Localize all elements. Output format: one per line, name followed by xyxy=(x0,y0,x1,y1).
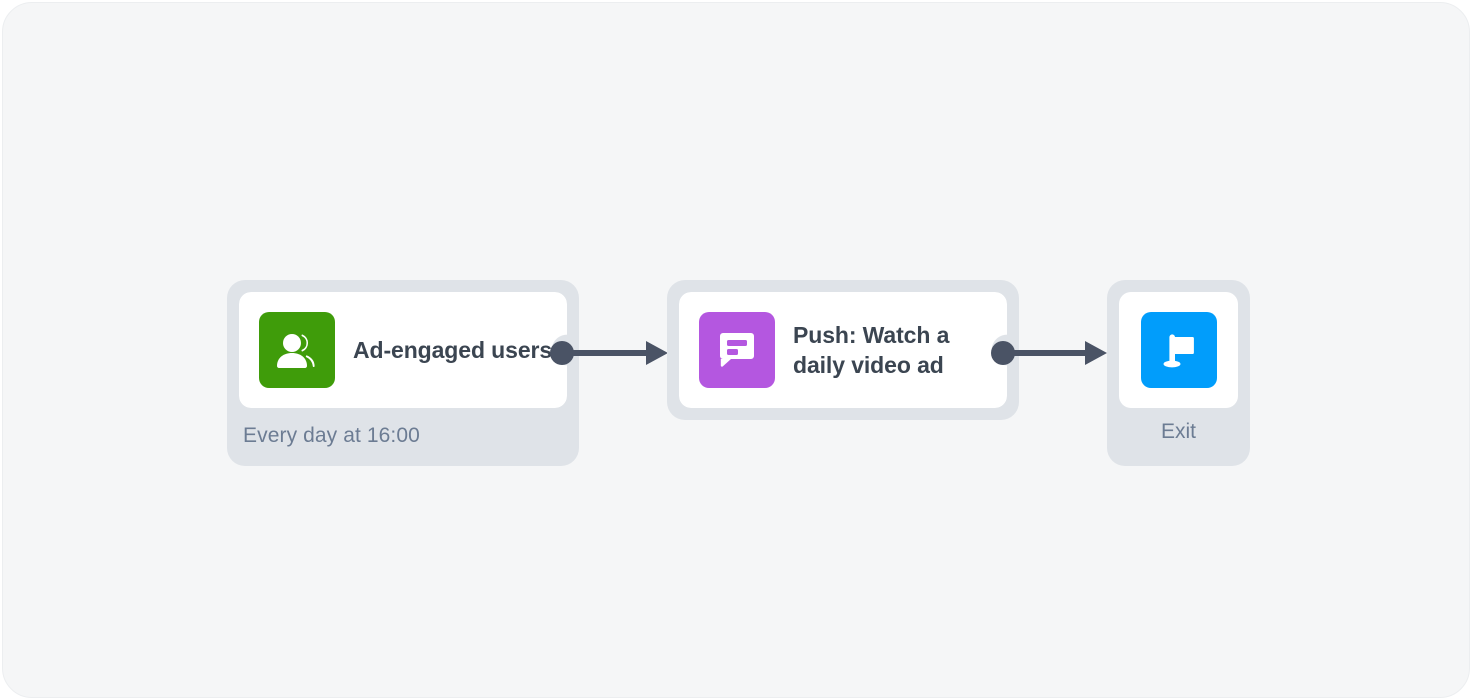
flow-node-push[interactable]: Push: Watch a daily video ad xyxy=(667,280,1019,420)
chat-bubble-icon xyxy=(699,312,775,388)
push-node-title: Push: Watch a daily video ad xyxy=(793,321,950,378)
connector-line xyxy=(568,350,650,356)
connector-arrowhead xyxy=(1085,341,1107,365)
flag-icon xyxy=(1140,312,1217,388)
exit-card[interactable] xyxy=(1119,292,1238,408)
audience-schedule-label: Every day at 16:00 xyxy=(243,424,420,447)
people-icon xyxy=(259,312,335,388)
flow-node-audience[interactable]: Ad-engaged users Every day at 16:00 xyxy=(227,280,579,466)
audience-node-title: Ad-engaged users xyxy=(353,336,553,363)
connector-arrowhead xyxy=(646,341,668,365)
push-card[interactable]: Push: Watch a daily video ad xyxy=(679,292,1007,408)
audience-card[interactable]: Ad-engaged users xyxy=(239,292,567,408)
connector-line xyxy=(1009,350,1087,356)
flow-node-exit[interactable]: Exit xyxy=(1107,280,1250,466)
exit-node-label: Exit xyxy=(1160,420,1196,443)
